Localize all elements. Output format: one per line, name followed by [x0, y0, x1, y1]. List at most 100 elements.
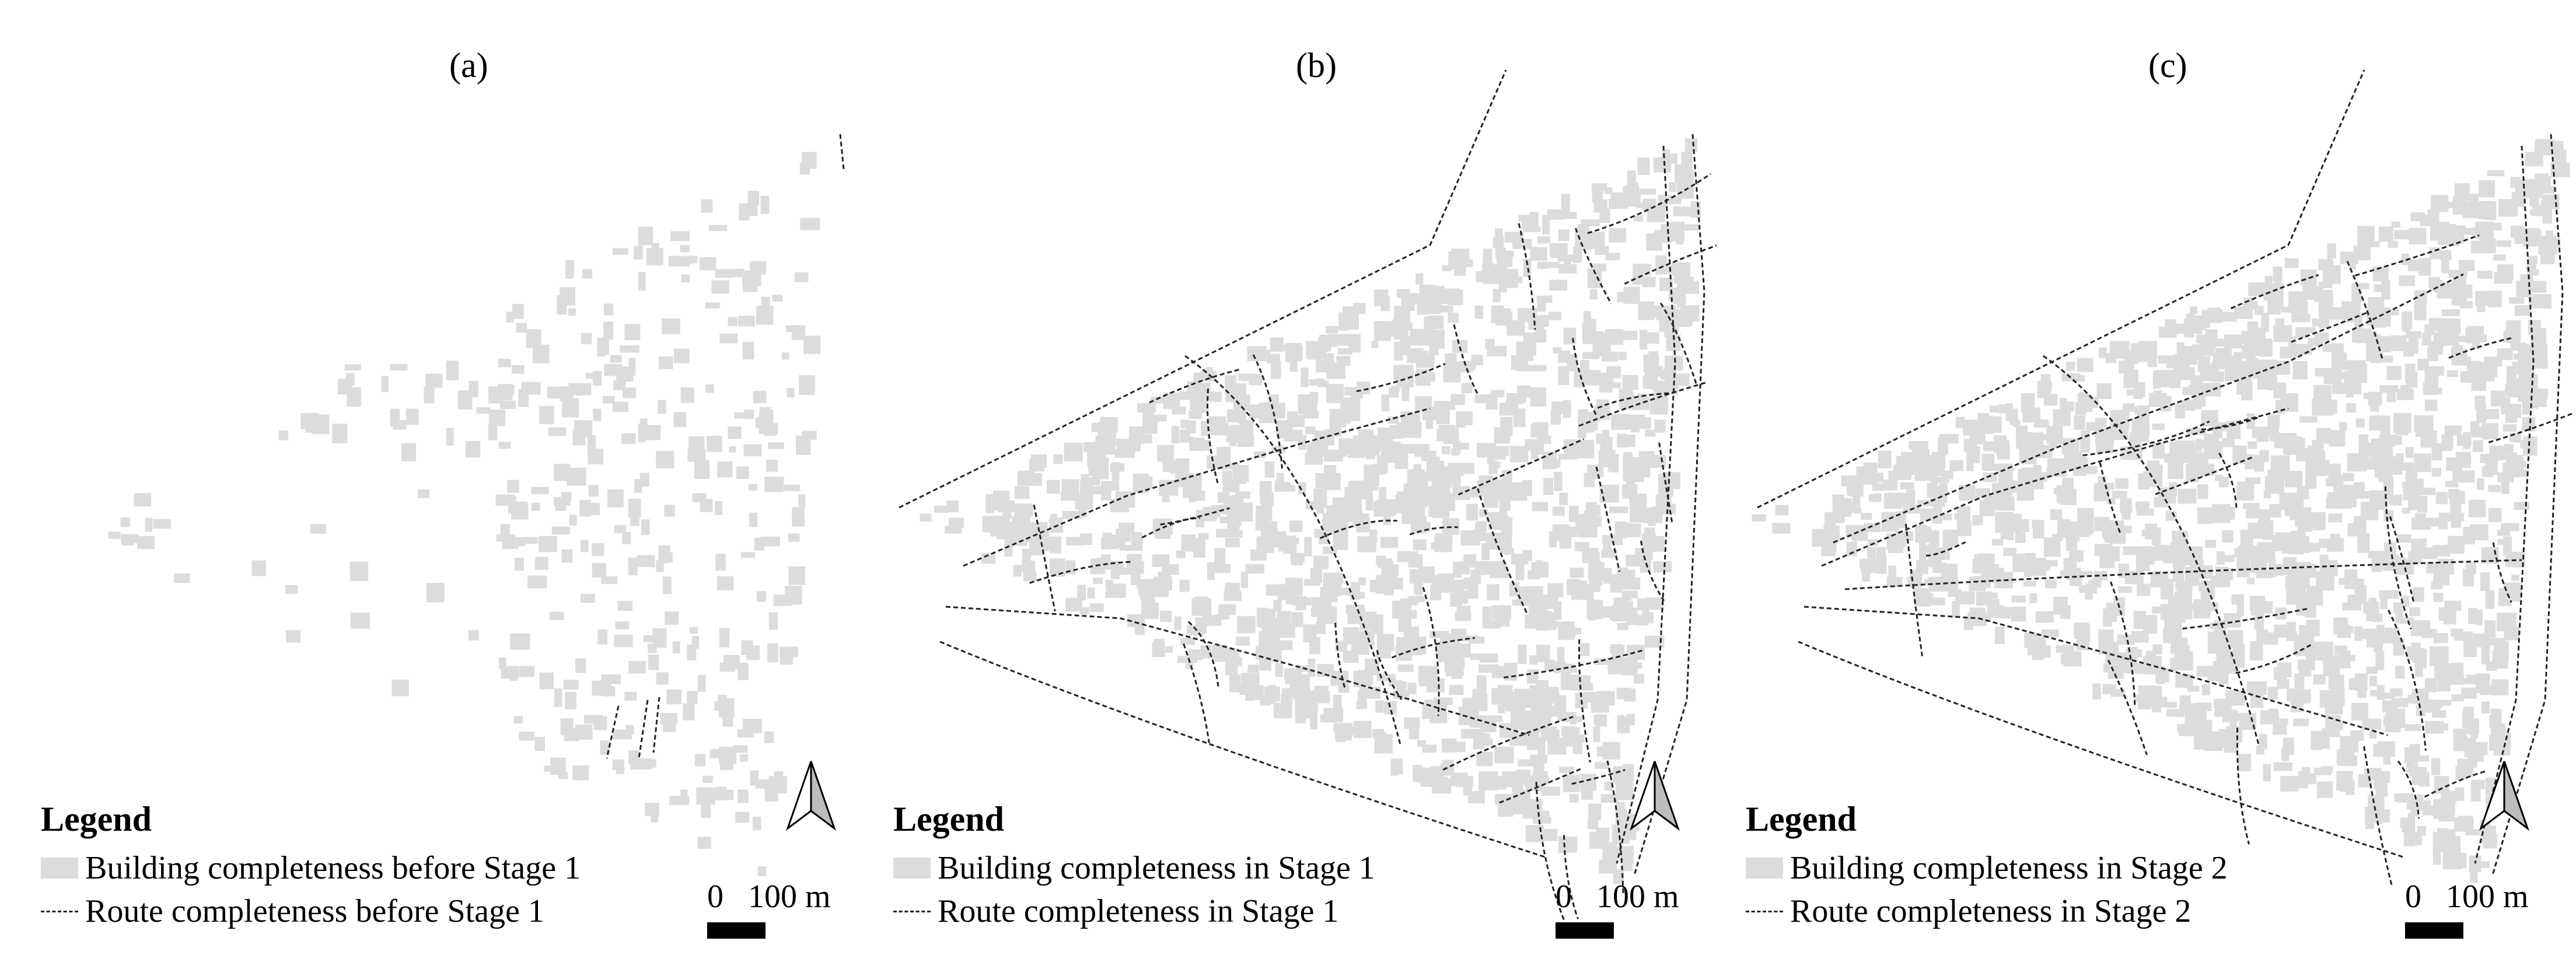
building [1482, 606, 1491, 623]
building [465, 440, 481, 458]
building [2015, 533, 2026, 543]
building [1218, 604, 1236, 615]
building [781, 352, 789, 360]
building [1490, 561, 1507, 571]
building [2298, 292, 2307, 306]
building [2107, 498, 2116, 505]
building [1476, 751, 1493, 767]
building [2263, 490, 2271, 498]
route-line [2155, 456, 2254, 495]
building [1861, 513, 1872, 520]
building [2529, 362, 2548, 369]
building [1482, 620, 1501, 629]
route-line [1499, 768, 1581, 804]
building [743, 719, 762, 733]
building [711, 280, 729, 294]
building [534, 736, 545, 751]
building [1456, 421, 1466, 428]
building [1888, 470, 1906, 480]
building [1023, 571, 1037, 582]
building [1261, 492, 1274, 506]
building [1371, 341, 1379, 348]
building [2386, 708, 2406, 728]
building [1375, 700, 1384, 713]
building [985, 494, 995, 513]
building [2457, 438, 2466, 445]
building [1513, 721, 1521, 731]
building [2491, 679, 2508, 696]
building [2417, 358, 2429, 371]
building [2354, 626, 2362, 641]
building [2425, 678, 2437, 692]
building [507, 480, 519, 493]
building [2464, 738, 2476, 758]
building [506, 312, 514, 323]
building [673, 412, 687, 428]
building [1571, 580, 1588, 600]
building [1592, 184, 1603, 202]
building [1532, 502, 1549, 512]
building [1518, 644, 1527, 664]
building [637, 555, 655, 568]
building [2136, 508, 2154, 516]
building [2432, 545, 2451, 557]
building [2039, 560, 2058, 567]
building [2302, 767, 2311, 776]
building [1471, 355, 1483, 365]
route-line [2384, 486, 2412, 629]
building [2487, 170, 2505, 176]
building [1119, 522, 1135, 533]
building [1598, 827, 1609, 842]
building [1676, 177, 1691, 194]
building [1404, 717, 1417, 726]
building [697, 674, 706, 692]
route-line [939, 641, 1547, 859]
building [2455, 817, 2474, 832]
building [145, 517, 153, 532]
building [531, 502, 540, 511]
building [2362, 457, 2383, 470]
building [2432, 706, 2441, 713]
building [1570, 567, 1584, 578]
building [697, 837, 711, 849]
building [1256, 647, 1271, 659]
building [1353, 720, 1372, 738]
building [1027, 522, 1044, 539]
building [1668, 222, 1684, 242]
building [715, 554, 726, 571]
building [2205, 540, 2217, 548]
building [390, 408, 400, 428]
building [920, 513, 932, 522]
building [645, 433, 655, 439]
building [764, 477, 784, 492]
legend-title-b: Legend [893, 800, 1005, 838]
building [1194, 596, 1209, 610]
building [2180, 450, 2196, 463]
building [612, 759, 624, 771]
building [2328, 513, 2343, 523]
building [2165, 702, 2177, 708]
building [2339, 422, 2347, 431]
building [1015, 503, 1033, 517]
building [1352, 391, 1363, 398]
building [2292, 361, 2308, 380]
building [1149, 580, 1159, 587]
legend-title-a: Legend [41, 800, 152, 838]
building [1603, 741, 1618, 753]
building [2307, 445, 2315, 459]
building [561, 549, 573, 563]
building [2451, 628, 2463, 637]
building [2484, 620, 2496, 638]
building [2095, 418, 2107, 428]
building [1161, 564, 1179, 575]
building [2222, 355, 2234, 368]
building [1972, 515, 1983, 526]
building [2040, 645, 2051, 657]
building [1621, 331, 1638, 340]
building [2000, 533, 2011, 540]
building [600, 576, 618, 584]
building [1987, 605, 2005, 616]
building [2451, 694, 2465, 702]
building [792, 507, 805, 527]
building [2488, 291, 2502, 307]
